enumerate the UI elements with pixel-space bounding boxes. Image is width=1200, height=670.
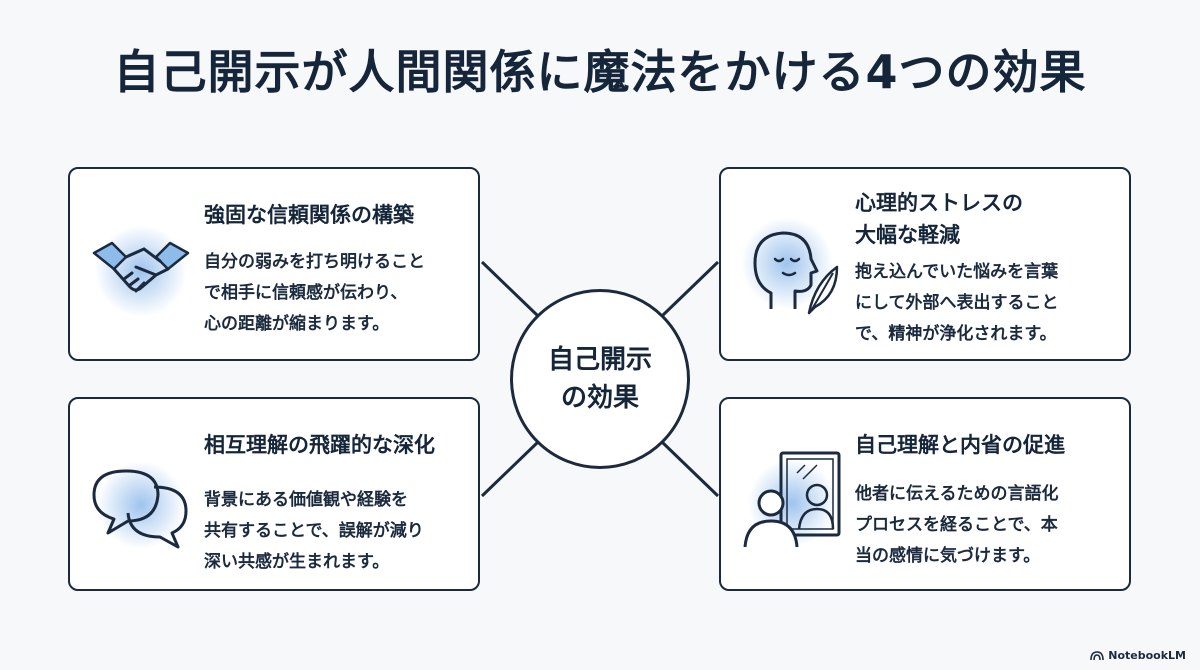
card-title: 心理的ストレスの 大幅な軽減 [855,187,1023,251]
card-body-line: 共有することで、誤解が減り [204,521,424,541]
card-insight: 自己理解と内省の促進 他者に伝えるための言語化 プロセスを経ることで、本 当の感… [719,397,1131,591]
card-stress: 心理的ストレスの 大幅な軽減 抱え込んでいた悩みを言葉 にして外部へ表出すること… [719,167,1131,361]
card-trust: 強固な信頼関係の構築 自分の弱みを打ち明けること で相手に信頼感が伝わり、 心の… [68,167,480,361]
card-body-line: 心の距離が縮まります。 [204,314,390,334]
brand-watermark: NotebookLM [1090,649,1186,662]
card-title-line: 大幅な軽減 [855,223,960,247]
card-body-line: 当の感情に気づけます。 [855,546,1041,566]
center-label: 自己開示 の効果 [547,345,652,413]
card-body-line: 抱え込んでいた悩みを言葉 [855,262,1059,282]
connector-bottom-left [480,440,540,498]
card-body: 抱え込んでいた悩みを言葉 にして外部へ表出すること で、精神が浄化されます。 [855,257,1127,350]
card-body-line: にして外部へ表出すること [855,293,1059,313]
connector-top-left [480,260,540,318]
mirror-reflection-icon [743,451,841,548]
card-body-line: プロセスを経ることで、本 [855,515,1058,535]
speech-bubbles-icon [92,461,188,549]
card-body: 自分の弱みを打ち明けること で相手に信頼感が伝わり、 心の距離が縮まります。 [204,247,476,340]
connector-bottom-right [660,440,720,498]
center-hub: 自己開示 の効果 [510,289,690,469]
calm-face-with-feather-icon [741,217,839,315]
card-body-line: 深い共感が生まれます。 [204,552,390,572]
card-body-line: 背景にある価値観や経験を [204,490,408,510]
card-body-line: で相手に信頼感が伝わり、 [204,283,408,303]
card-title-line: 心理的ストレスの [855,191,1023,215]
card-body-line: で、精神が浄化されます。 [855,324,1057,344]
handshake-icon [92,225,190,317]
card-title: 強固な信頼関係の構築 [204,203,414,227]
card-body-line: 他者に伝えるための言語化 [855,484,1059,504]
card-body-line: 自分の弱みを打ち明けること [204,252,425,272]
card-body: 他者に伝えるための言語化 プロセスを経ることで、本 当の感情に気づけます。 [855,479,1127,572]
notebooklm-logo-icon [1090,650,1105,660]
card-understanding: 相互理解の飛躍的な深化 背景にある価値観や経験を 共有することで、誤解が減り 深… [68,397,480,591]
brand-label: NotebookLM [1108,649,1186,662]
page-title: 自己開示が人間関係に魔法をかける4つの効果 [113,45,1087,99]
card-title: 自己理解と内省の促進 [855,433,1065,457]
card-title: 相互理解の飛躍的な深化 [204,433,435,457]
card-body: 背景にある価値観や経験を 共有することで、誤解が減り 深い共感が生まれます。 [204,485,476,578]
connector-top-right [660,260,720,318]
